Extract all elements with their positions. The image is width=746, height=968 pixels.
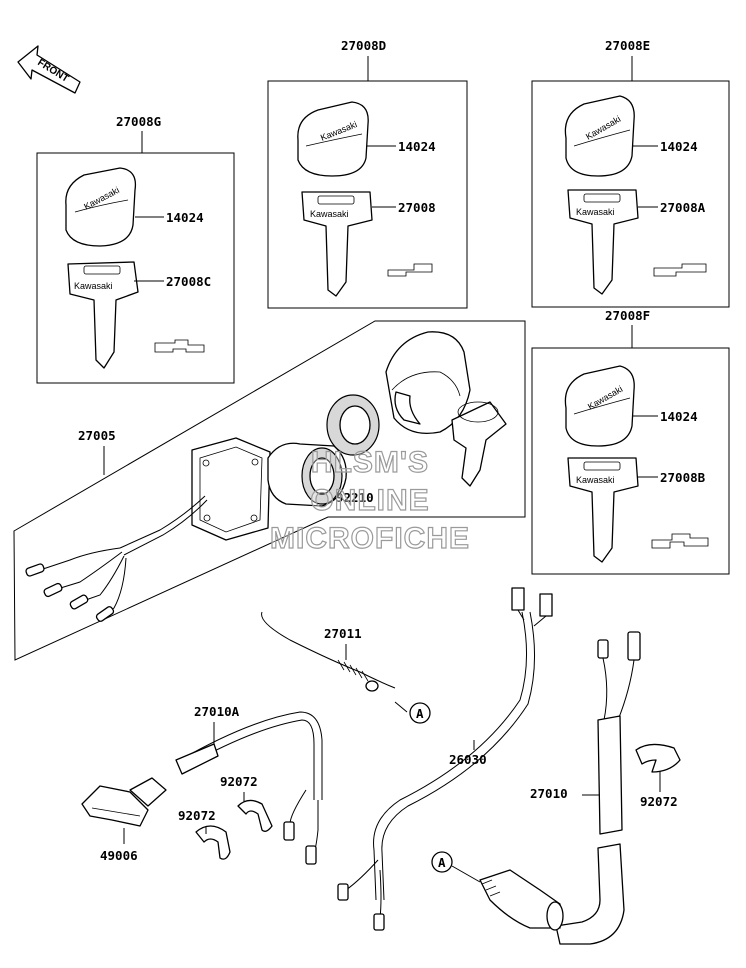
kit-27008d: 27008D Kawasaki 14024 Kawasaki 27008 — [267, 38, 468, 309]
label-27005: 27005 — [78, 428, 116, 443]
switch-49006: 49006 — [81, 777, 167, 863]
svg-text:Kawasaki: Kawasaki — [310, 209, 349, 219]
label-27008b: 27008B — [660, 470, 706, 485]
label-27010: 27010 — [530, 786, 568, 801]
key-knob-icon: Kawasaki — [65, 167, 137, 247]
clamp-92072-left: 92072 — [178, 808, 231, 860]
nut-ring-icon — [326, 394, 380, 456]
label-27010a: 27010A — [194, 704, 240, 719]
watermark-line-2: ONLINE — [310, 484, 429, 517]
watermark-line-3: MICROFICHE — [270, 522, 470, 555]
kit-27008g: 27008G Kawasaki 14024 Kawasaki 27008C — [36, 114, 235, 384]
label-27008e: 27008E — [605, 38, 650, 53]
ignition-switch-assembly: 27005 92210 — [13, 320, 526, 661]
key-knob-icon: Kawasaki — [564, 365, 635, 447]
svg-text:Kawasaki: Kawasaki — [576, 475, 615, 485]
clamp-92072-right: 92072 — [635, 743, 681, 809]
label-27008c: 27008C — [166, 274, 211, 289]
key-knob-icon: Kawasaki — [297, 101, 369, 177]
switch-body-icon — [191, 437, 347, 541]
svg-text:A: A — [416, 706, 424, 721]
harness-27010: 27010 A — [431, 631, 641, 945]
label-14024-f: 14024 — [660, 409, 698, 424]
stop-switch-icon — [479, 869, 564, 931]
label-27011: 27011 — [324, 626, 362, 641]
label-14024-d: 14024 — [398, 139, 436, 154]
key-knob-icon: Kawasaki — [564, 95, 635, 177]
key-blank-icon: Kawasaki — [67, 261, 139, 369]
watermark: HLSM'S ONLINE MICROFICHE — [269, 445, 470, 555]
label-27008d: 27008D — [341, 38, 386, 53]
label-92072-right: 92072 — [640, 794, 678, 809]
wire-27011: 27011 A — [261, 611, 431, 724]
switch-cap-icon — [385, 331, 471, 435]
clamp-92072-mid: 92072 — [220, 774, 273, 832]
key-blank-icon: Kawasaki — [301, 191, 373, 297]
label-14024-e: 14024 — [660, 139, 698, 154]
label-14024-g: 14024 — [166, 210, 204, 225]
label-26030: 26030 — [449, 752, 487, 767]
key-blank-icon: Kawasaki — [567, 189, 639, 295]
label-27008: 27008 — [398, 200, 436, 215]
key-blank-icon: Kawasaki — [567, 457, 639, 563]
key-blank-icon — [451, 401, 507, 487]
ref-marker-a — [409, 702, 431, 724]
svg-text:A: A — [438, 855, 446, 870]
label-92072-mid: 92072 — [220, 774, 258, 789]
label-27008f: 27008F — [605, 308, 650, 323]
ref-marker-a — [431, 851, 453, 873]
label-49006: 49006 — [100, 848, 138, 863]
label-92210: 92210 — [336, 490, 374, 505]
kit-27008f: 27008F Kawasaki 14024 Kawasaki 27008B — [531, 308, 730, 575]
label-27008g: 27008G — [116, 114, 161, 129]
label-92072-left: 92072 — [178, 808, 216, 823]
kit-27008e: 27008E Kawasaki 14024 Kawasaki 27008A — [531, 38, 730, 308]
harness-27010a: 27010A — [175, 704, 323, 865]
harness-26030: 26030 — [337, 587, 553, 931]
label-27008a: 27008A — [660, 200, 706, 215]
svg-text:Kawasaki: Kawasaki — [576, 207, 615, 217]
svg-text:Kawasaki: Kawasaki — [74, 281, 113, 291]
front-arrow-icon: FRONT — [17, 45, 81, 94]
watermark-line-1: HLSM'S — [311, 446, 429, 479]
wire-harness-icon — [25, 495, 208, 622]
